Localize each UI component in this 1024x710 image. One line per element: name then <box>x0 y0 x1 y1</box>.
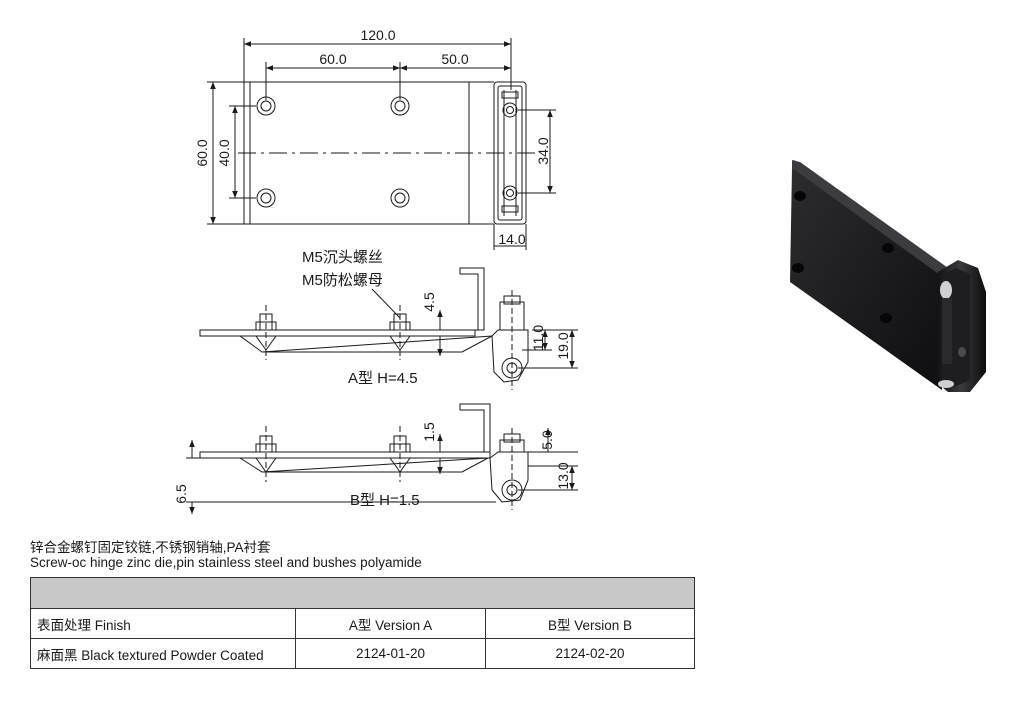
description-zh: 锌合金螺钉固定铰链,不锈钢销轴,PA衬套 <box>30 540 271 555</box>
dim-a-11: 11.0 <box>530 325 546 351</box>
knuckle-a <box>491 290 529 390</box>
dim-b-6-5: 6.5 <box>173 484 189 504</box>
callout-leaders <box>371 288 401 319</box>
dim-b-1-5: 1.5 <box>421 422 437 442</box>
callout-nut: M5防松螺母 <box>302 272 383 289</box>
top-knuckle <box>493 81 527 225</box>
dim-60-v: 60.0 <box>194 139 210 166</box>
column-version-a: A型 Version A <box>295 608 486 639</box>
dim-a-4-5: 4.5 <box>421 292 437 312</box>
dim-60-h: 60.0 <box>319 51 346 67</box>
screw-a2 <box>389 305 411 360</box>
spec-table: 表面处理 Finish A型 Version A B型 Version B 麻面… <box>30 577 695 669</box>
dim-120: 120.0 <box>360 27 395 43</box>
screw-a1 <box>255 305 277 360</box>
top-hole <box>390 96 410 116</box>
table-column-row: 表面处理 Finish A型 Version A B型 Version B <box>30 608 695 639</box>
dim-b-5: 5.0 <box>539 430 555 450</box>
technical-drawing: 120.0 60.0 50.0 60.0 40.0 34.0 14.0 M5沉头… <box>173 27 986 514</box>
dim-a-19: 19.0 <box>555 332 571 359</box>
cell-part-b: 2124-02-20 <box>485 638 695 669</box>
top-hole <box>256 96 276 116</box>
version-a-label: A型 H=4.5 <box>348 370 418 387</box>
hinge-render <box>790 160 986 392</box>
dim-b-13: 13.0 <box>555 462 571 489</box>
dim-40: 40.0 <box>216 139 232 166</box>
dim-34: 34.0 <box>535 137 551 164</box>
table-header-band-cell <box>30 577 695 609</box>
side-view-b <box>186 403 578 514</box>
column-version-b: B型 Version B <box>485 608 695 639</box>
callout-screw: M5沉头螺丝 <box>302 249 383 266</box>
screw-b2 <box>389 426 411 482</box>
description-en: Screw-oc hinge zinc die,pin stainless st… <box>30 555 422 570</box>
table-row: 麻面黑 Black textured Powder Coated 2124-01… <box>30 638 695 669</box>
top-hole <box>390 188 410 208</box>
dim-14: 14.0 <box>498 231 525 247</box>
cell-part-a: 2124-01-20 <box>295 638 486 669</box>
table-header-band <box>30 577 695 609</box>
screw-b1 <box>255 426 277 482</box>
top-view <box>207 38 556 250</box>
side-view-a <box>199 267 578 390</box>
dim-50: 50.0 <box>441 51 468 67</box>
version-b-label: B型 H=1.5 <box>350 492 420 509</box>
knuckle-b <box>489 428 529 510</box>
column-finish: 表面处理 Finish <box>30 608 296 639</box>
top-hole <box>256 188 276 208</box>
cell-finish: 麻面黑 Black textured Powder Coated <box>30 638 296 669</box>
